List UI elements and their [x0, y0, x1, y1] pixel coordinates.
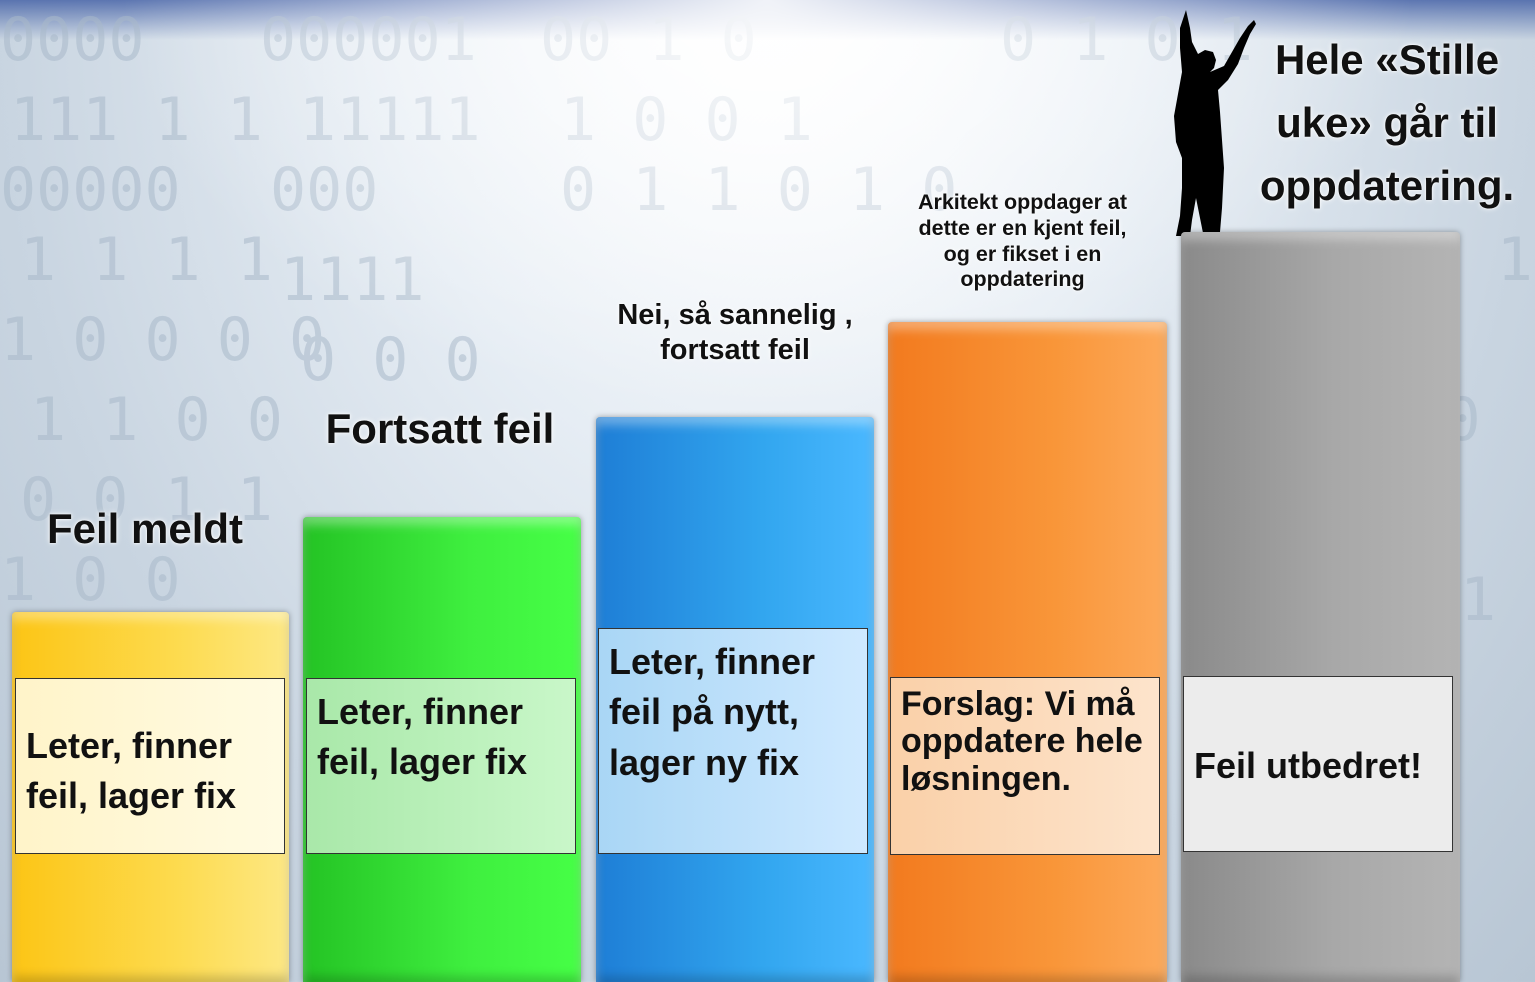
step-4-heading-line-1: Arkitekt oppdager at	[917, 190, 1128, 214]
cheering-person-silhouette-icon	[1174, 10, 1256, 238]
step-2-heading: Fortsatt feil	[325, 405, 555, 452]
step-3-box: Leter, finner feil på nytt, lager ny fix	[598, 628, 868, 854]
step-3-heading-line-2: fortsatt feil	[660, 333, 810, 366]
step-4-heading: Arkitekt oppdager at dette er en kjent f…	[885, 190, 1160, 293]
step-4-heading-line-3: og er fikset i en	[943, 241, 1102, 266]
step-5-heading-line-3: oppdatering.	[1259, 162, 1515, 209]
step-5-heading-line-2: uke» går til	[1276, 99, 1498, 146]
step-1-bar: Leter, finner feil, lager fix	[12, 612, 289, 982]
step-5-box: Feil utbedret!	[1183, 676, 1453, 852]
step-4-heading-line-4: oppdatering	[960, 267, 1085, 292]
step-3-bar: Leter, finner feil på nytt, lager ny fix	[596, 417, 874, 982]
step-2-box: Leter, finner feil, lager fix	[306, 678, 576, 854]
step-5-bar: Feil utbedret!	[1181, 232, 1460, 982]
step-3-heading: Nei, så sannelig , fortsatt feil	[595, 298, 875, 368]
step-1-heading: Feil meldt	[46, 505, 244, 552]
step-4-heading-line-2: dette er en kjent feil,	[918, 215, 1127, 240]
step-4-box: Forslag: Vi må oppdatere hele løsningen.	[890, 677, 1160, 855]
step-1-box: Leter, finner feil, lager fix	[15, 678, 285, 854]
step-4-bar: Forslag: Vi må oppdatere hele løsningen.	[888, 322, 1167, 982]
step-5-heading-line-1: Hele «Stille	[1274, 36, 1500, 83]
step-2-bar: Leter, finner feil, lager fix	[303, 517, 581, 982]
step-5-heading: Hele «Stille uke» går til oppdatering.	[1232, 28, 1535, 217]
step-3-heading-line-1: Nei, så sannelig ,	[617, 299, 853, 331]
